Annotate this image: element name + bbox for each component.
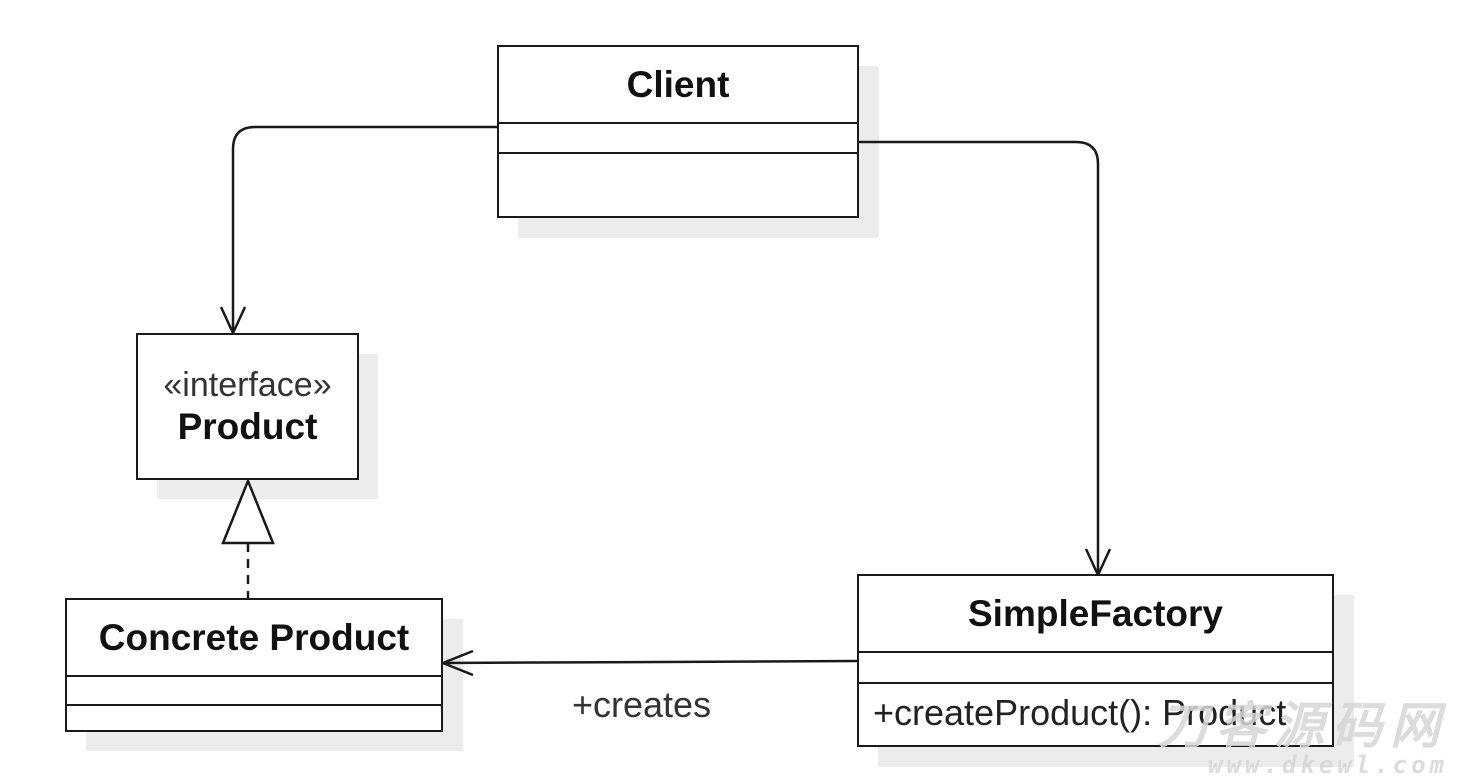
simple-factory-attributes-compartment	[859, 651, 1332, 682]
creates-association-line	[442, 659, 858, 665]
create-product-method: +createProduct(): Product	[873, 692, 1287, 733]
simple-factory-class[interactable]: SimpleFactory +createProduct(): Product	[857, 574, 1334, 747]
client-class[interactable]: Client	[497, 45, 859, 218]
client-to-product-association	[231, 125, 497, 333]
creates-association-label: +creates	[572, 684, 712, 725]
client-class-name: Client	[626, 63, 730, 105]
creates-arrowhead	[439, 649, 474, 677]
client-to-factory-association	[858, 140, 1100, 575]
watermark-main-text: 刀客源码网	[1158, 697, 1448, 755]
watermark-url-text: www.dkewl.com	[1208, 751, 1448, 779]
client-methods-compartment	[499, 152, 857, 216]
simple-factory-methods-compartment: +createProduct(): Product	[859, 682, 1332, 745]
concrete-product-class[interactable]: Concrete Product	[65, 598, 443, 732]
realization-triangle-head	[221, 477, 275, 545]
product-interface[interactable]: «interface» Product	[136, 333, 359, 480]
simple-factory-class-name: SimpleFactory	[968, 592, 1223, 634]
concrete-product-class-name: Concrete Product	[98, 616, 410, 658]
client-attributes-compartment	[499, 122, 857, 152]
product-stereotype: «interface»	[163, 365, 332, 404]
concrete-product-attributes-compartment	[67, 675, 441, 704]
concrete-product-methods-compartment	[67, 704, 441, 730]
watermark-logo: 刀客源码网 www.dkewl.com	[1158, 700, 1448, 778]
product-interface-name: Product	[177, 405, 318, 447]
